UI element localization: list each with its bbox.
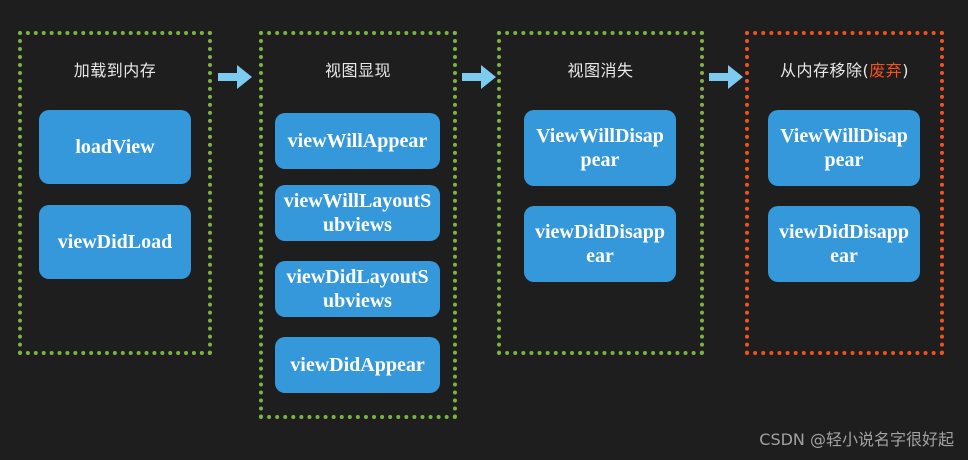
csdn-watermark: CSDN @轻小说名字很好起: [759, 430, 954, 449]
panel-title: 从内存移除(废弃): [749, 61, 940, 81]
panel-view-appearing: 视图显现: [259, 31, 457, 419]
panel-title-prefix: 视图消失: [567, 61, 634, 80]
panel-title: 视图显现: [263, 61, 453, 81]
panel-title-highlight: 废弃: [869, 61, 903, 80]
panel-title-prefix: 从内存移除(: [779, 61, 870, 80]
node-ViewWillDisappear-deprecated[interactable]: ViewWillDisappear: [768, 110, 920, 186]
arrow-panel2-to-panel3: [462, 64, 496, 90]
panel-title-suffix: ): [902, 61, 909, 80]
arrow-panel3-to-panel4: [709, 64, 743, 90]
node-viewDidDisappear[interactable]: viewDidDisappear: [524, 206, 676, 282]
arrow-panel1-to-panel2: [218, 64, 252, 90]
panel-title: 加载到内存: [22, 61, 208, 81]
node-ViewWillDisappear[interactable]: ViewWillDisappear: [524, 110, 676, 186]
node-loadView[interactable]: loadView: [39, 110, 191, 184]
node-viewDidLoad[interactable]: viewDidLoad: [39, 205, 191, 279]
node-viewDidLayoutSubviews[interactable]: viewDidLayoutSubviews: [275, 261, 440, 317]
panel-title-prefix: 视图显现: [324, 61, 391, 80]
node-viewWillAppear[interactable]: viewWillAppear: [275, 113, 440, 169]
panel-view-disappearing: 视图消失: [497, 31, 704, 355]
node-viewDidAppear[interactable]: viewDidAppear: [275, 337, 440, 393]
panel-load-to-memory: 加载到内存: [18, 31, 212, 355]
panel-title: 视图消失: [501, 61, 700, 81]
panel-title-prefix: 加载到内存: [73, 61, 157, 80]
node-viewDidDisappear-deprecated[interactable]: viewDidDisappear: [768, 206, 920, 282]
panel-remove-from-memory: 从内存移除(废弃): [745, 31, 944, 355]
node-viewWillLayoutSubviews[interactable]: viewWillLayoutSubviews: [275, 185, 440, 241]
